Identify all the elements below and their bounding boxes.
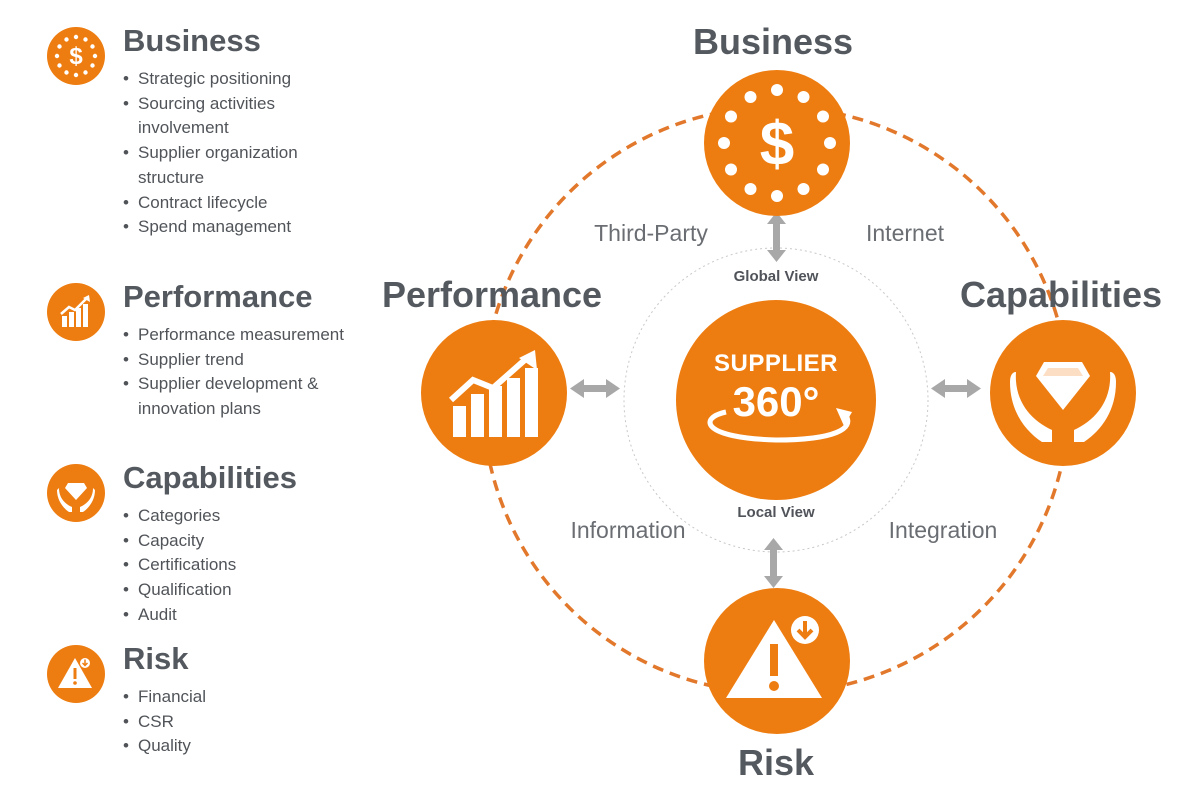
list-item: CSR (123, 710, 353, 735)
warning-triangle-icon (726, 616, 822, 698)
legend-title-performance: Performance (123, 279, 313, 314)
list-item: Performance measurement (123, 323, 353, 348)
node-label-capabilities: Capabilities (959, 274, 1163, 315)
growth-chart-icon (448, 350, 538, 437)
node-label-performance: Performance (381, 274, 603, 315)
legend-title-risk: Risk (123, 641, 189, 676)
list-item: Spend management (123, 215, 353, 240)
arrow-center-capabilities (931, 379, 981, 398)
arrow-business-center (767, 212, 786, 262)
node-performance (421, 320, 567, 466)
legend-title-business: Business (123, 23, 261, 58)
node-business: $ (704, 70, 850, 216)
legend-list-business: Strategic positioning Sourcing activitie… (123, 67, 353, 240)
legend-list-capabilities: Categories Capacity Certifications Quali… (123, 504, 353, 628)
legend-list-performance: Performance measurement Supplier trend S… (123, 323, 353, 422)
list-item: Sourcing activities involvement (123, 92, 353, 141)
view-label-global: Global View (733, 268, 819, 285)
list-item: Strategic positioning (123, 67, 353, 92)
list-item: Categories (123, 504, 353, 529)
hands-diamond-icon (47, 464, 105, 522)
arrow-performance-center (570, 379, 620, 398)
node-label-risk: Risk (737, 742, 815, 783)
rotate-arrow-icon (707, 408, 852, 443)
list-item: Capacity (123, 529, 353, 554)
edge-label-integration: Integration (888, 517, 998, 543)
list-item: Supplier organization structure (123, 141, 353, 190)
view-label-local: Local View (737, 504, 815, 521)
legend-list-risk: Financial CSR Quality (123, 685, 353, 759)
node-risk (704, 588, 850, 734)
node-label-business: Business (692, 21, 854, 62)
edge-label-internet: Internet (866, 220, 944, 246)
list-item: Quality (123, 734, 353, 759)
node-capabilities (990, 320, 1136, 466)
svg-text:$: $ (760, 110, 794, 179)
list-item: Financial (123, 685, 353, 710)
legend-title-capabilities: Capabilities (123, 460, 297, 495)
legend-panel: $ Business Strategic positioning Sourcin… (0, 0, 344, 800)
dollar-coin-icon: $ (718, 84, 836, 202)
list-item: Contract lifecycle (123, 191, 353, 216)
center-title: SUPPLIER (713, 350, 839, 377)
warning-triangle-icon (47, 645, 105, 703)
supplier-360-center: SUPPLIER 360° (676, 300, 876, 500)
list-item: Certifications (123, 553, 353, 578)
dollar-coin-icon: $ (47, 27, 105, 85)
list-item: Qualification (123, 578, 353, 603)
center-number: 360° (732, 378, 820, 425)
hands-diamond-icon (1010, 362, 1116, 442)
edge-label-third-party: Third-Party (594, 220, 708, 246)
svg-text:$: $ (69, 43, 83, 70)
arrow-center-risk (764, 538, 783, 588)
list-item: Supplier development & innovation plans (123, 372, 353, 421)
list-item: Supplier trend (123, 348, 353, 373)
growth-chart-icon (47, 283, 105, 341)
list-item: Audit (123, 603, 353, 628)
edge-label-information: Information (570, 517, 686, 543)
